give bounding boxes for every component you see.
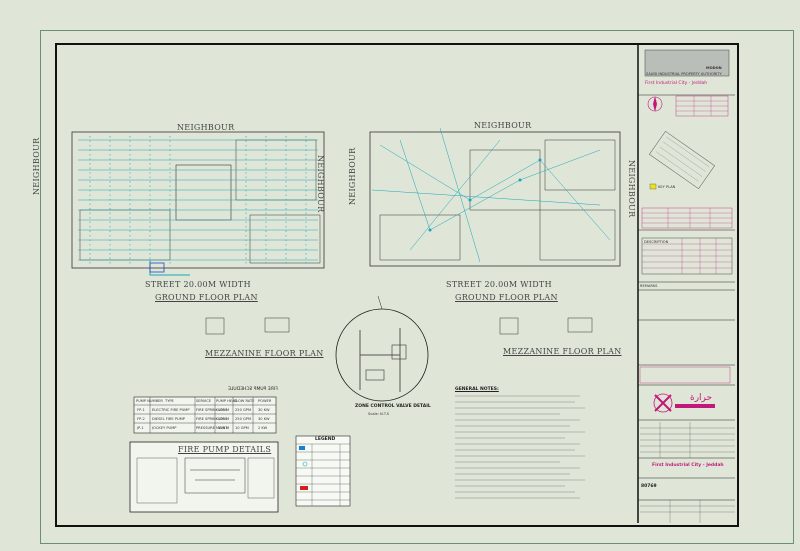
mezzanine-left-b (264, 317, 290, 333)
mezzanine-left-a (205, 317, 225, 335)
mezzanine-title-right: MEZZANINE FLOOR PLAN (503, 347, 622, 356)
fire-pump-details-title: FIRE PUMP DETAILS (178, 445, 272, 454)
neighbour-label-side-left: NEIGHBOUR (32, 137, 41, 195)
pump-row-3-service: PRESSURE MAINT. (196, 426, 229, 430)
description-header: DESCRIPTION (644, 240, 669, 244)
pump-col-service: SERVICE (196, 399, 212, 403)
pump-row-1-head: 100 M (218, 408, 230, 412)
key-plan-label: KEY PLAN (658, 185, 676, 189)
legend-box (295, 435, 351, 507)
city-name: First Industrial City - Jeddah (645, 81, 708, 86)
drawing-frame (55, 43, 739, 527)
north-arrow (647, 96, 663, 112)
ground-floor-title-right: GROUND FLOOR PLAN (455, 293, 558, 302)
zone-valve-scale: Scale: N.T.S (368, 412, 390, 416)
neighbour-label-top-right: NEIGHBOUR (474, 121, 532, 130)
pump-row-2-number: FP-2 (137, 417, 145, 421)
zone-valve-detail (335, 295, 429, 402)
fire-pump-details-box (129, 441, 279, 513)
pump-row-2-service: FIRE SPRINKLERS (196, 417, 228, 421)
pump-schedule-title: FIRE PUMP SCHEDULE (228, 387, 278, 392)
pump-col-head: PUMP HEAD (216, 399, 238, 403)
neighbour-label-side-mid2: NEIGHBOUR (348, 147, 357, 205)
neighbour-label-top-left: NEIGHBOUR (177, 123, 235, 132)
sheet-border (40, 30, 794, 544)
key-plan-map (649, 130, 715, 190)
ground-floor-title-left: GROUND FLOOR PLAN (155, 293, 258, 302)
pump-row-2-flow: 250 GPM (235, 417, 252, 421)
authority-name: SAUDI INDUSTRIAL PROPERTY AUTHORITY (646, 72, 722, 76)
mezzanine-right-b (567, 317, 593, 333)
project-name: First Industrial City - Jeddah (652, 463, 724, 468)
pump-schedule-table (133, 396, 277, 434)
street-label-left: STREET 20.00M WIDTH (145, 280, 251, 289)
title-block: حرارة (637, 43, 735, 523)
pump-row-2-type: DIESEL FIRE PUMP (152, 417, 185, 421)
pump-col-flow: FLOW RATE (234, 399, 255, 403)
pump-row-3-type: JOCKEY PUMP (152, 426, 177, 430)
right-floor-plan (369, 127, 621, 267)
pump-row-3-number: JP-1 (137, 426, 144, 430)
drawing-number: 80769 (641, 484, 657, 489)
general-notes-lines (455, 395, 585, 499)
mezzanine-right-a (499, 317, 519, 335)
neighbour-label-side-right: NEIGHBOUR (627, 160, 636, 218)
modon-logo-text: MODON (706, 66, 722, 70)
neighbour-label-side-mid: NEIGHBOUR (316, 155, 325, 213)
pump-row-1-service: FIRE SPRINKLERS (196, 408, 228, 412)
pump-col-type: TYPE (165, 399, 174, 403)
pump-row-3-power: 2 KW (258, 426, 268, 430)
pump-row-3-flow: 10 GPM (235, 426, 249, 430)
pump-col-number: PUMP NUMBER (136, 399, 163, 403)
mezzanine-title-left: MEZZANINE FLOOR PLAN (205, 349, 324, 358)
company-logo (653, 393, 673, 413)
legend-title: LEGEND (315, 437, 336, 442)
svg-text:حرارة: حرارة (690, 393, 712, 403)
pump-row-3-head: 110 M (218, 426, 230, 430)
pump-col-power: POWER (258, 399, 272, 403)
remarks-label: REMARKS (640, 284, 658, 288)
pump-row-2-power: 30 KW (258, 417, 270, 421)
pump-row-2-head: 100 M (218, 417, 230, 421)
pump-row-1-type: ELECTRIC FIRE PUMP (152, 408, 190, 412)
pump-row-1-power: 30 KW (258, 408, 270, 412)
pump-row-1-number: FP-1 (137, 408, 145, 412)
general-notes-title: GENERAL NOTES: (455, 387, 499, 392)
zone-valve-title: ZONE CONTROL VALVE DETAIL (355, 404, 431, 409)
left-floor-plan (71, 131, 325, 276)
street-label-right: STREET 20.00M WIDTH (446, 280, 552, 289)
pump-row-1-flow: 250 GPM (235, 408, 252, 412)
